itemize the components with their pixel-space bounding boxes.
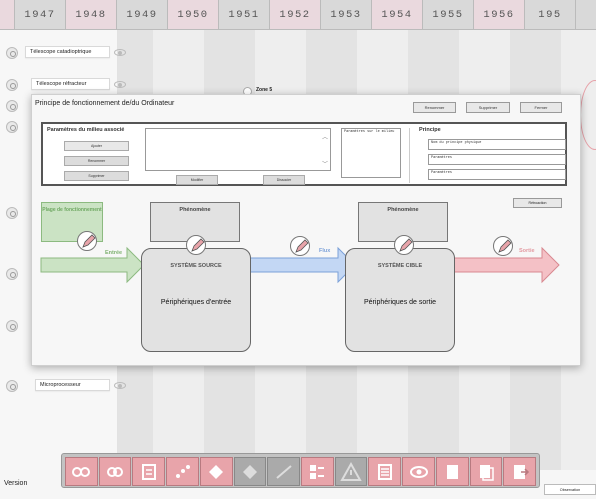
input-label: Entrée [105,250,123,256]
scroll-down-icon[interactable]: ﹀ [321,162,328,168]
points-icon[interactable] [166,457,199,486]
timeline-year: 1956 [474,0,525,29]
output-arrow [451,246,560,284]
page-export-icon[interactable] [503,457,537,486]
timeline-year: 1953 [321,0,372,29]
dialog-title: Principe de fonctionnement de/du Ordinat… [35,100,175,107]
row-toggle-button[interactable] [6,100,18,112]
edit-pencil-icon[interactable] [493,236,513,256]
parameters-panel: Paramètres du milieu associé Ajouter Ren… [41,122,567,186]
link-relation-icon[interactable] [98,457,132,486]
eye-icon[interactable] [114,49,126,56]
row-toggle-button[interactable] [6,320,18,332]
timeline-year: 1950 [168,0,219,29]
delete-button[interactable]: Supprimer [466,102,510,113]
parameter-list-text: Paramètres sur le milieu [344,130,395,134]
dissociate-button[interactable]: Dissocier [263,175,305,185]
timeline-year: 1955 [423,0,474,29]
rename-param-button[interactable]: Renommer [64,156,129,166]
principle-name-field[interactable]: Nom du principe physique [428,139,566,150]
page-copy-icon[interactable] [469,457,503,486]
row-label[interactable]: Télescope catadioptrique [25,46,110,58]
timeline-year: 46 [0,0,15,29]
modify-button[interactable]: Modifier [176,175,218,185]
scroll-up-icon[interactable]: ︿ [321,135,328,141]
target-system-box[interactable]: SYSTÈME CIBLE Périphériques de sortie [345,248,455,352]
row-toggle-button[interactable] [6,380,18,392]
parameters-textarea[interactable]: ︿ ﹀ [145,128,331,171]
delete-param-button[interactable]: Supprimer [64,171,129,181]
params-title: Paramètres du milieu associé [47,127,125,133]
observation-button[interactable]: Observation [544,484,596,495]
edit-pencil-icon[interactable] [394,235,414,255]
timeline-year: 1951 [219,0,270,29]
document-icon[interactable] [132,457,166,486]
page-icon[interactable] [435,457,469,486]
source-system-box[interactable]: SYSTÈME SOURCE Périphériques d'entrée [141,248,251,352]
principe-title: Principe [419,127,441,133]
phenomenon-box[interactable]: Phénomène [358,202,448,242]
target-system-title: SYSTÈME CIBLE [377,263,423,269]
add-shape-icon[interactable] [199,457,233,486]
flux-label: Flux [319,248,331,254]
edit-pencil-icon[interactable] [77,231,97,251]
row-label[interactable]: Télescope réfracteur [31,78,110,90]
source-system-title: SYSTÈME SOURCE [170,263,222,269]
version-label: Version [4,480,28,487]
divider [409,128,410,183]
row-toggle-button[interactable] [6,79,18,91]
feedback-button[interactable]: Rétroaction [513,198,562,208]
eye-icon[interactable] [114,382,126,389]
close-button[interactable]: Fermer [520,102,562,113]
draw-line-icon[interactable] [267,457,301,486]
parameter-list[interactable]: Paramètres sur le milieu [341,128,401,178]
timeline-year: 1954 [372,0,423,29]
eye-icon[interactable] [402,457,435,486]
row-toggle-button[interactable] [6,121,18,133]
edit-pencil-icon[interactable] [186,235,206,255]
source-system-body: Périphériques d'entrée [160,299,232,306]
timeline-year: 1947 [15,0,66,29]
principle-param-field[interactable]: Paramètres [428,169,566,180]
output-label: Sortie [519,248,535,254]
rename-button[interactable]: Renommer [413,102,456,113]
warning-icon[interactable] [334,457,368,486]
timeline-year: 1949 [117,0,168,29]
list-icon[interactable] [368,457,402,486]
timeline-year: 1952 [270,0,321,29]
timeline-year: 195 [525,0,576,29]
edit-pencil-icon[interactable] [290,236,310,256]
grey-shape-icon[interactable] [233,457,267,486]
target-system-body: Périphériques de sortie [364,299,436,306]
principle-param-field[interactable]: Paramètres [428,154,566,165]
row-toggle-button[interactable] [6,207,18,219]
zone-label: Zone 5 [256,87,273,93]
timeline-header: 4619471948194919501951195219531954195519… [0,0,596,30]
input-arrow [40,246,145,284]
row-label[interactable]: Microprocesseur [35,379,110,391]
bottom-toolbar [61,453,540,488]
row-toggle-button[interactable] [6,47,18,59]
add-relation-icon[interactable] [65,457,98,486]
principle-dialog: Principe de fonctionnement de/du Ordinat… [31,94,581,366]
row-toggle-button[interactable] [6,268,18,280]
flow-arrows [40,246,560,284]
eye-icon[interactable] [114,81,126,88]
add-button[interactable]: Ajouter [64,141,129,151]
timeline-year: 1948 [66,0,117,29]
grid-icon[interactable] [301,457,334,486]
